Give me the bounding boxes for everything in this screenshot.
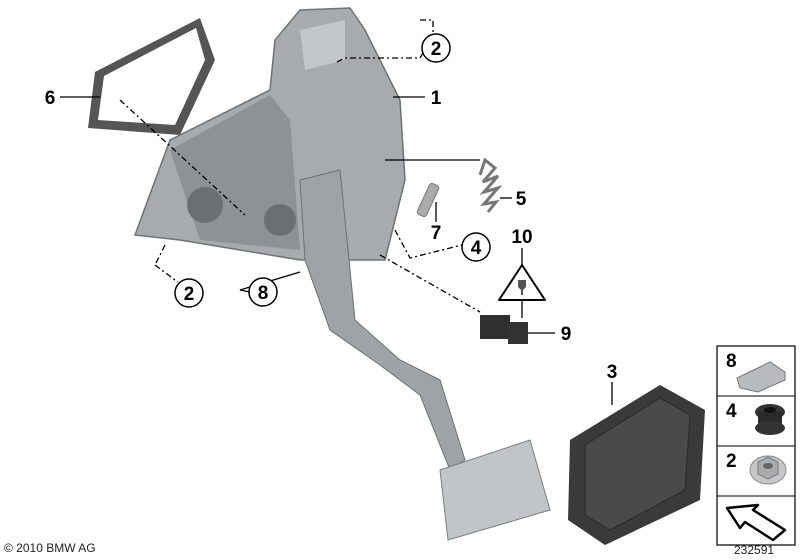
- legend-label-4: 4: [726, 401, 737, 422]
- hex-flange-nut-icon: [749, 455, 787, 485]
- callout-4: 4: [461, 232, 491, 262]
- callout-2-bottom: 2: [174, 278, 204, 308]
- electrical-warning-icon: [498, 264, 546, 301]
- leader-lines: [60, 19, 613, 405]
- switch-part: [480, 315, 528, 344]
- copyright: © 2010 BMW AG: [4, 541, 96, 555]
- pin-part: [416, 182, 440, 218]
- callout-2-top: 2: [421, 33, 451, 63]
- svg-text:4: 4: [471, 238, 482, 259]
- callout-9: 9: [561, 324, 572, 345]
- callout-8: 8: [248, 277, 278, 307]
- legend-box: 8 4 2: [716, 345, 796, 546]
- legend-label-8: 8: [726, 351, 737, 372]
- callout-3: 3: [607, 362, 618, 383]
- clip-nut-icon: [736, 361, 786, 393]
- pedal-pad-part: [568, 385, 705, 545]
- callout-10: 10: [511, 227, 532, 248]
- callout-1: 1: [431, 88, 442, 109]
- legend-label-2: 2: [726, 451, 737, 472]
- svg-text:8: 8: [258, 283, 269, 304]
- pedal-arm-part: [299, 169, 551, 541]
- diagram-number: 232591: [734, 543, 775, 557]
- callout-7: 7: [431, 223, 442, 244]
- callout-6: 6: [45, 88, 56, 109]
- callout-5: 5: [516, 189, 527, 210]
- gasket-part: [88, 18, 215, 135]
- rubber-grommet-icon: [755, 404, 785, 435]
- spring-part: [478, 157, 503, 213]
- svg-text:2: 2: [431, 39, 442, 60]
- direction-arrow-icon: [725, 503, 787, 542]
- svg-text:2: 2: [184, 284, 195, 305]
